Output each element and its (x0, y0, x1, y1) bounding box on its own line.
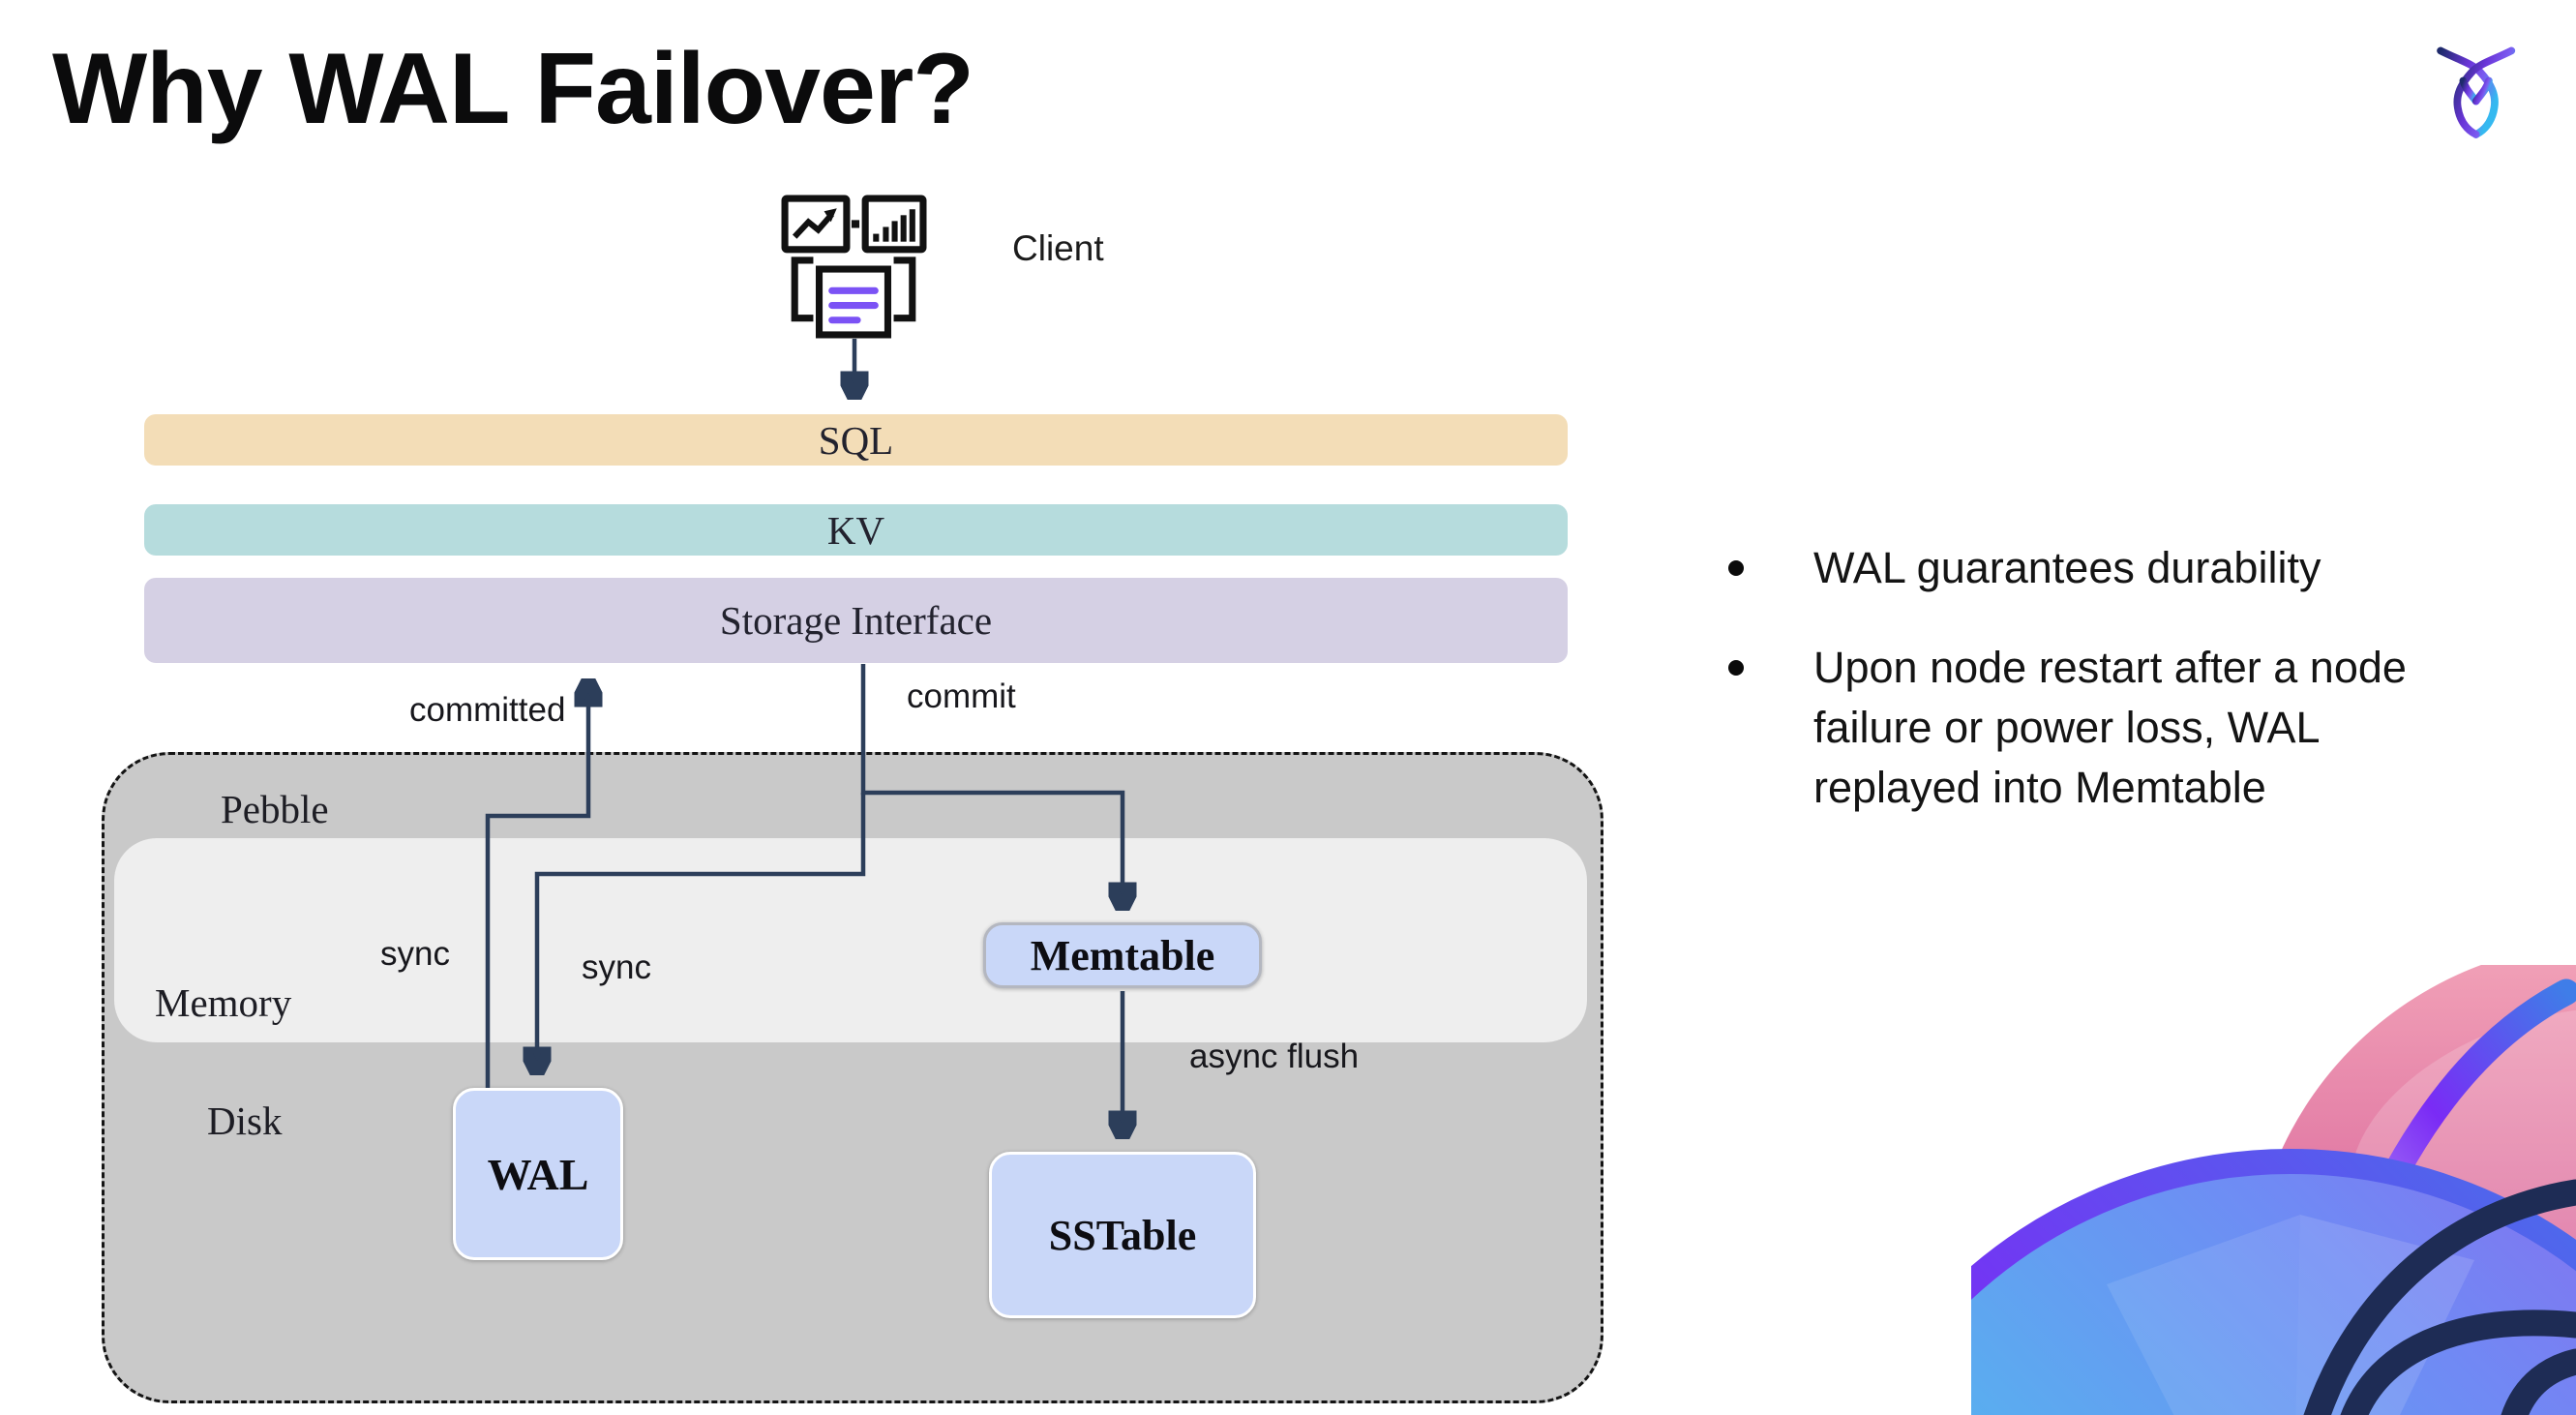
layer-storage-label: Storage Interface (719, 598, 993, 643)
memtable-node: Memtable (983, 922, 1262, 988)
sstable-node-label: SSTable (1048, 1211, 1197, 1259)
wal-node: WAL (453, 1088, 623, 1260)
bullet-dot (1728, 560, 1744, 576)
wal-node-label: WAL (487, 1149, 589, 1199)
memtable-node-label: Memtable (1030, 931, 1215, 979)
page-title: Why WAL Failover? (52, 33, 974, 145)
memory-label: Memory (155, 980, 292, 1025)
pebble-container (102, 752, 1603, 1403)
bullet-item: WAL guarantees durability (1728, 538, 2452, 598)
brand-art-decoration (1971, 965, 2576, 1415)
edge-label-async-flush: async flush (1189, 1038, 1360, 1075)
sstable-node: SSTable (989, 1152, 1256, 1318)
layer-storage-interface: Storage Interface (144, 578, 1568, 663)
pebble-label: Pebble (221, 787, 329, 831)
chart-line-icon (781, 195, 851, 254)
disk-label: Disk (207, 1099, 283, 1143)
chart-bar-icon (861, 195, 927, 254)
edge-label-sync-right: sync (582, 948, 651, 986)
memory-region (114, 838, 1587, 1042)
cockroachdb-logo-icon (2437, 46, 2516, 138)
edge-label-commit: commit (907, 677, 1016, 715)
bullet-text: Upon node restart after a node failure o… (1813, 643, 2407, 812)
edge-label-sync-left: sync (380, 935, 450, 973)
client-label: Client (1012, 228, 1104, 268)
client-icon (781, 195, 927, 339)
bullet-text: WAL guarantees durability (1813, 543, 2321, 592)
layer-kv-label: KV (826, 507, 885, 553)
bullet-item: Upon node restart after a node failure o… (1728, 638, 2452, 818)
bullet-dot (1728, 660, 1744, 676)
layer-kv: KV (144, 504, 1568, 556)
document-icon (791, 256, 916, 339)
bullet-list: WAL guarantees durability Upon node rest… (1728, 538, 2407, 858)
edge-label-committed: committed (409, 691, 566, 729)
layer-sql-label: SQL (818, 417, 894, 463)
layer-sql: SQL (144, 414, 1568, 466)
